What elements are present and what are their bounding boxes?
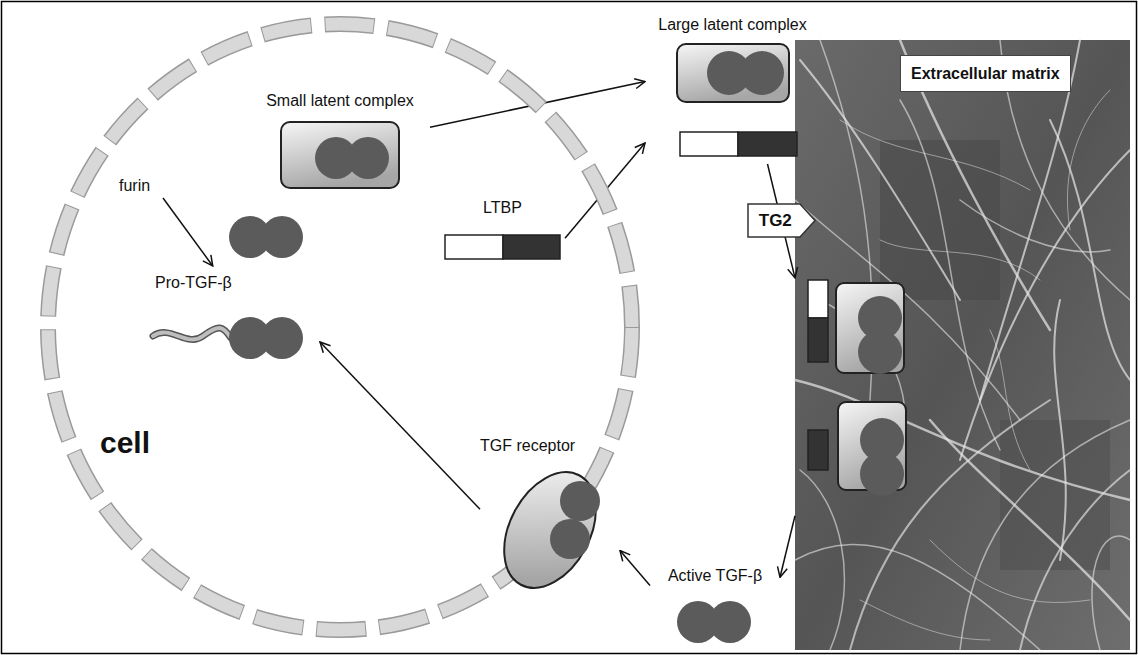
- matrix-fibers: [795, 40, 1130, 650]
- arrow-connector: [163, 198, 213, 266]
- fiber: [795, 380, 1130, 500]
- node-label: Pro-TGF-β: [155, 272, 232, 293]
- tgf-monomer: [709, 601, 751, 643]
- tgf-monomer: [858, 330, 902, 374]
- propeptide-tail: [153, 328, 231, 340]
- ltbp-bar: [808, 318, 828, 362]
- complex-box-shape: [645, 14, 820, 164]
- complex-box: Large latent complex: [645, 14, 820, 164]
- tgf-monomer: [347, 137, 389, 179]
- bound-complex: [808, 402, 906, 496]
- matrix-panel: Extracellular matrix: [795, 40, 1130, 650]
- fiber: [795, 544, 1040, 650]
- tag-outline: [748, 204, 815, 237]
- latent-box: [486, 456, 615, 603]
- binding-protein: LTBP: [440, 195, 565, 267]
- fiber: [980, 40, 1080, 400]
- fiber: [930, 540, 1090, 603]
- fiber: [850, 400, 1050, 650]
- tgf-monomer: [740, 51, 784, 95]
- node-label: furin: [119, 175, 150, 196]
- node-label: TGF receptor: [480, 435, 575, 456]
- node-label: Extracellular matrix: [900, 55, 1071, 92]
- ltbp-bar: [445, 235, 503, 259]
- tgf-monomer: [261, 317, 303, 359]
- fiber: [800, 60, 960, 300]
- arrow-connector: [320, 342, 480, 509]
- bound-complex: [808, 280, 904, 374]
- ltbp-bar: [808, 280, 828, 318]
- fiber: [930, 420, 1130, 620]
- node-label: Active TGF-β: [668, 565, 762, 586]
- latent-box: [836, 283, 904, 373]
- tgf-monomer: [560, 481, 600, 521]
- precursor-protein: Pro-TGF-β: [125, 266, 320, 361]
- fiber: [800, 470, 844, 650]
- ltbp-bar: [808, 430, 828, 470]
- node-label: Large latent complex: [658, 14, 807, 35]
- fiber: [900, 100, 1000, 450]
- matrix-shade: [1000, 420, 1110, 570]
- membrane: [48, 24, 632, 630]
- tgf-monomer: [860, 452, 904, 496]
- fiber: [990, 330, 1030, 470]
- fiber: [860, 600, 990, 640]
- matrix-photo: [795, 40, 1130, 650]
- complex-box: Small latent complex: [250, 88, 430, 200]
- enzyme-label: furin: [115, 172, 175, 198]
- fiber: [880, 240, 1040, 280]
- node-label: Small latent complex: [266, 90, 414, 111]
- latent-box: [677, 44, 789, 102]
- tgf-monomer: [261, 216, 303, 258]
- fiber: [1050, 120, 1130, 380]
- fiber: [840, 120, 1030, 190]
- node-label: LTBP: [483, 197, 522, 218]
- fiber: [1092, 536, 1130, 650]
- ltbp-bar: [680, 132, 738, 156]
- edge-label: TG2: [759, 210, 792, 231]
- active-dimer: Active TGF-β: [650, 565, 780, 647]
- fiber: [960, 150, 1130, 460]
- fiber: [1054, 300, 1066, 560]
- mature-dimer: [229, 216, 303, 258]
- receptor: TGF receptor: [480, 435, 620, 600]
- receptor-shape: [480, 435, 620, 600]
- fiber: [960, 200, 1110, 252]
- cell-outline: cell Small latent complex furinPro-TGF-β LT…: [40, 15, 640, 640]
- arrow-connector: [780, 516, 795, 578]
- matrix-shade: [880, 140, 1000, 300]
- arrow-connector: [620, 551, 650, 586]
- ltbp-bar: [503, 235, 560, 259]
- membrane-edge: [48, 24, 632, 630]
- tgf-monomer: [550, 519, 590, 559]
- fiber: [1067, 90, 1110, 230]
- enzyme-tag: TG2: [747, 203, 816, 238]
- ltbp-bar: [738, 132, 797, 156]
- node-label: cell: [100, 425, 150, 461]
- latent-box: [281, 122, 399, 188]
- propeptide-tail: [153, 328, 231, 340]
- fiber: [1020, 470, 1130, 650]
